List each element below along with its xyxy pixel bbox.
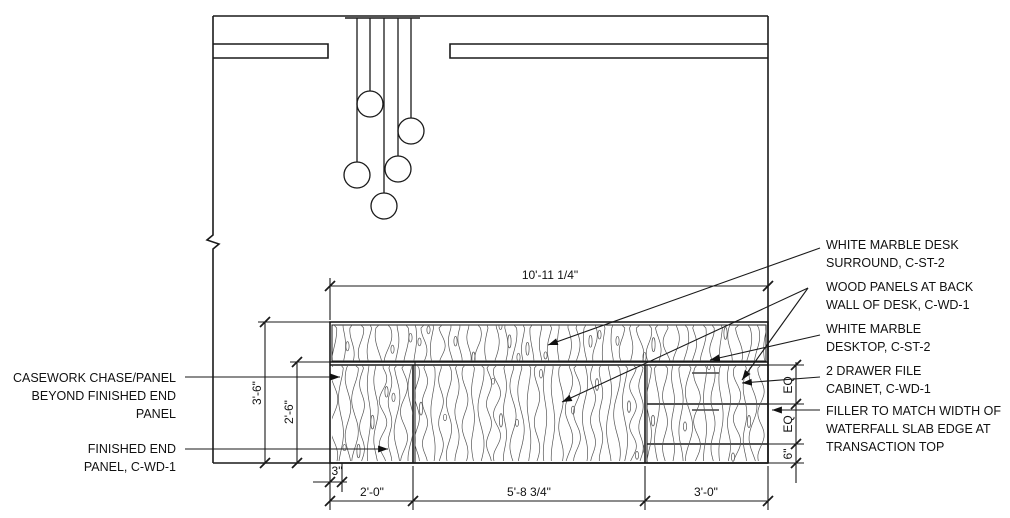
svg-text:WALL OF DESK, C-WD-1: WALL OF DESK, C-WD-1 [826,298,970,312]
overall-width-label: 10'-11 1/4" [522,268,578,282]
svg-text:WATERFALL SLAB EDGE AT: WATERFALL SLAB EDGE AT [826,422,991,436]
height-dimensions [258,316,330,469]
callout-file-cabinet: 2 DRAWER FILE CABINET, C-WD-1 [826,364,931,396]
wood-grain-end-panel [332,365,413,462]
callout-wood-panels: WOOD PANELS AT BACK WALL OF DESK, C-WD-1 [826,280,974,312]
callout-casework-chase: CASEWORK CHASE/PANEL BEYOND FINISHED END… [13,371,176,421]
ceiling-soffit [212,15,769,59]
eq-bottom-label: EQ [781,415,795,432]
svg-text:PANEL: PANEL [136,407,176,421]
eq-top-label: EQ [781,376,795,393]
svg-text:WOOD PANELS AT BACK: WOOD PANELS AT BACK [826,280,974,294]
reception-desk [329,321,769,464]
svg-text:BEYOND FINISHED END: BEYOND FINISHED END [32,389,176,403]
bottom-dimensions [313,463,774,510]
wood-grain-back-panel [332,325,766,361]
callout-marble-surround: WHITE MARBLE DESK SURROUND, C-ST-2 [826,238,959,270]
callout-filler: FILLER TO MATCH WIDTH OF WATERFALL SLAB … [826,404,1001,454]
svg-text:2 DRAWER FILE: 2 DRAWER FILE [826,364,921,378]
base-label: 6" [781,449,795,460]
svg-text:CABINET, C-WD-1: CABINET, C-WD-1 [826,382,931,396]
callout-marble-desktop: WHITE MARBLE DESKTOP, C-ST-2 [826,322,930,354]
svg-text:WHITE MARBLE DESK: WHITE MARBLE DESK [826,238,959,252]
svg-text:CASEWORK CHASE/PANEL: CASEWORK CHASE/PANEL [13,371,176,385]
wood-grain-center-panel [415,365,644,462]
svg-text:FILLER TO MATCH WIDTH OF: FILLER TO MATCH WIDTH OF [826,404,1001,418]
left-section-label: 2'-0" [360,485,384,499]
overall-height-label: 3'-6" [250,381,264,405]
leader-lines [185,247,821,453]
svg-text:SURROUND, C-ST-2: SURROUND, C-ST-2 [826,256,945,270]
middle-section-label: 5'-8 3/4" [507,485,551,499]
svg-text:PANEL, C-WD-1: PANEL, C-WD-1 [84,460,176,474]
pendant-light-fixture [343,18,425,220]
svg-text:TRANSACTION TOP: TRANSACTION TOP [826,440,944,454]
end-panel-label: 3" [332,464,343,478]
callout-finished-end: FINISHED END PANEL, C-WD-1 [84,442,176,474]
cabinet-dimensions [768,359,804,483]
wood-grain-file-cabinet [647,365,765,462]
desktop-height-label: 2'-6" [282,400,296,424]
svg-text:WHITE MARBLE: WHITE MARBLE [826,322,921,336]
overall-width-dimension [324,278,774,320]
svg-text:FINISHED END: FINISHED END [88,442,176,456]
right-section-label: 3'-0" [694,485,718,499]
svg-text:DESKTOP, C-ST-2: DESKTOP, C-ST-2 [826,340,930,354]
